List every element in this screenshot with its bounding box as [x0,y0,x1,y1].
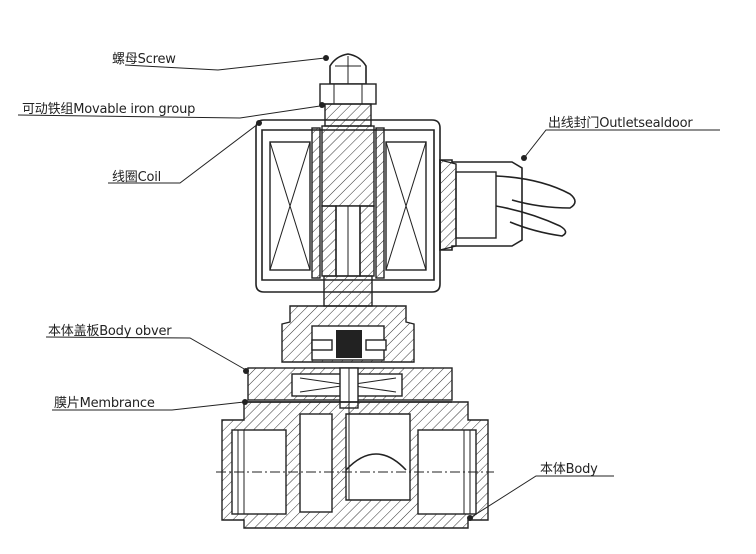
plug-stem [324,103,372,127]
label-movable-iron-group: 可动铁组Movable iron group [22,102,196,117]
valve-body [221,401,489,529]
label-membrane: 膜片Membrance [54,396,155,411]
body-cover [281,305,415,363]
movable-iron-core [321,125,375,307]
label-outlet-seal-door: 出线封门Outletsealdoor [548,116,693,131]
label-coil: 线圈Coil [112,170,162,185]
coil-housing [255,119,441,293]
label-body: 本体Body [540,462,598,477]
label-body-cover: 本体盖板Body obver [48,324,172,339]
screw-nut [319,53,377,105]
outlet-seal-door [439,159,576,251]
body-cover-flange [247,367,453,409]
label-screw: 螺母Screw [112,52,176,67]
leader-lines [17,55,720,521]
